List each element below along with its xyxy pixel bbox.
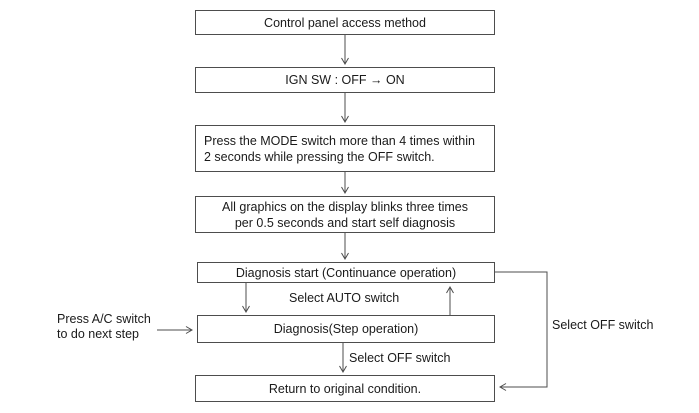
flow-box-ign-sw: IGN SW : OFF → ON — [195, 67, 495, 93]
edge-label-select-off-switch-right: Select OFF switch — [552, 318, 654, 332]
edge-label-select-off-switch-bottom: Select OFF switch — [349, 351, 451, 365]
flow-box-access-method: Control panel access method — [195, 10, 495, 35]
flow-box-return-original: Return to original condition. — [195, 375, 495, 402]
flow-box-diagnosis-step: Diagnosis(Step operation) — [197, 315, 495, 343]
flow-box-graphics-blink: All graphics on the display blinks three… — [195, 196, 495, 233]
flow-box-press-mode: Press the MODE switch more than 4 times … — [195, 125, 495, 172]
side-note-press-ac-switch: Press A/C switch to do next step — [57, 312, 151, 341]
arrow-diagstart-to-return-right-loop — [495, 271, 548, 391]
edge-label-select-auto-switch: Select AUTO switch — [289, 291, 400, 305]
flow-box-diagnosis-start: Diagnosis start (Continuance operation) — [197, 262, 495, 283]
